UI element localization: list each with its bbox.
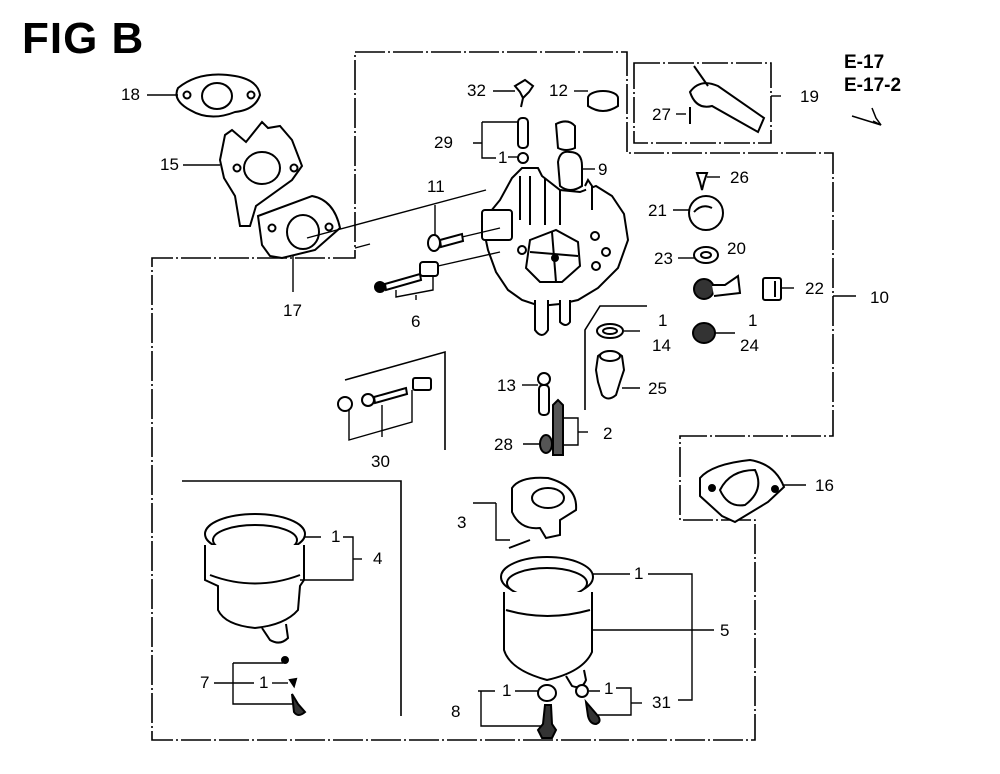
- callout-29: 29: [434, 133, 453, 152]
- group-border-19: [633, 62, 772, 144]
- reference-e17: E-17: [844, 52, 885, 73]
- group-border-main: [151, 51, 834, 741]
- callout-1-8: 1: [502, 681, 512, 700]
- part-23-washer: [693, 246, 719, 264]
- group-border-14-25: [584, 305, 647, 410]
- callout-6: 6: [411, 312, 421, 331]
- callout-15: 15: [160, 155, 179, 174]
- callout-1-31: 1: [604, 679, 614, 698]
- callout-26: 26: [730, 168, 749, 187]
- reference-arrow: [851, 107, 882, 126]
- callout-1-14: 1: [658, 311, 668, 330]
- callout-31: 31: [652, 693, 671, 712]
- callout-7: 7: [200, 673, 210, 692]
- part-2-needle-spring: [552, 398, 564, 456]
- callout-23: 23: [654, 249, 673, 268]
- callout-22: 22: [805, 279, 824, 298]
- callout-10: 10: [870, 288, 889, 307]
- callout-24: 24: [740, 336, 759, 355]
- part-20-lever-arm: [693, 274, 742, 300]
- callout-17: 17: [283, 301, 302, 320]
- part-18-gasket: [175, 73, 262, 118]
- part-25-valve-seat: [594, 350, 626, 400]
- part-32-screw: [513, 78, 535, 108]
- callout-28: 28: [494, 435, 513, 454]
- figure-title: FIG B: [22, 14, 145, 63]
- part-14-o-ring: [596, 323, 624, 339]
- callout-2: 2: [603, 424, 613, 443]
- part-4-float-bowl: [204, 513, 306, 644]
- callout-27: 27: [652, 105, 671, 124]
- callout-8: 8: [451, 702, 461, 721]
- part-31-screw: [575, 684, 601, 726]
- callout-9: 9: [598, 160, 608, 179]
- part-6-screw-spring: [374, 261, 439, 293]
- callout-30: 30: [371, 452, 390, 471]
- part-9-valve: [554, 120, 583, 191]
- part-12-cap: [587, 90, 619, 112]
- part-15-insulator: [218, 120, 304, 227]
- part-22-clip: [762, 277, 782, 301]
- callout-1-24: 1: [748, 311, 758, 330]
- callout-16: 16: [815, 476, 834, 495]
- callout-1-7: 1: [259, 673, 269, 692]
- part-29-pilot-screw: [517, 117, 529, 164]
- callout-32: 32: [467, 81, 486, 100]
- callout-18: 18: [121, 85, 140, 104]
- part-3-float: [508, 476, 578, 549]
- callout-19: 19: [800, 87, 819, 106]
- group-border-4: [182, 480, 402, 716]
- callout-20: 20: [727, 239, 746, 258]
- part-16-gasket: [699, 458, 786, 524]
- part-13-main-jet: [537, 372, 551, 416]
- part-26-screw: [695, 172, 709, 191]
- part-11-screw: [427, 232, 465, 252]
- callout-1-4: 1: [331, 527, 341, 546]
- group-border-30: [344, 350, 446, 450]
- callout-25: 25: [648, 379, 667, 398]
- callout-3: 3: [457, 513, 467, 532]
- callout-1-29: 1: [498, 148, 508, 167]
- callout-21: 21: [648, 201, 667, 220]
- part-28-washer: [539, 434, 553, 454]
- callout-5: 5: [720, 621, 730, 640]
- reference-e17-2: E-17-2: [844, 75, 902, 96]
- callout-4: 4: [373, 549, 383, 568]
- part-30-screw-set: [337, 377, 432, 412]
- callout-13: 13: [497, 376, 516, 395]
- part-7-drain-screw: [281, 656, 307, 716]
- carburetor-body: [480, 167, 630, 336]
- callout-11: 11: [427, 177, 445, 196]
- part-8-drain-bolt: [536, 684, 558, 739]
- part-5-float-bowl: [500, 556, 594, 689]
- callout-14: 14: [652, 336, 671, 355]
- part-19-lever: [688, 65, 766, 134]
- part-21-diaphragm: [688, 195, 724, 231]
- part-24-seal: [692, 322, 716, 344]
- callout-12: 12: [549, 81, 568, 100]
- part-17-gasket: [256, 194, 342, 260]
- callout-1-5: 1: [634, 564, 644, 583]
